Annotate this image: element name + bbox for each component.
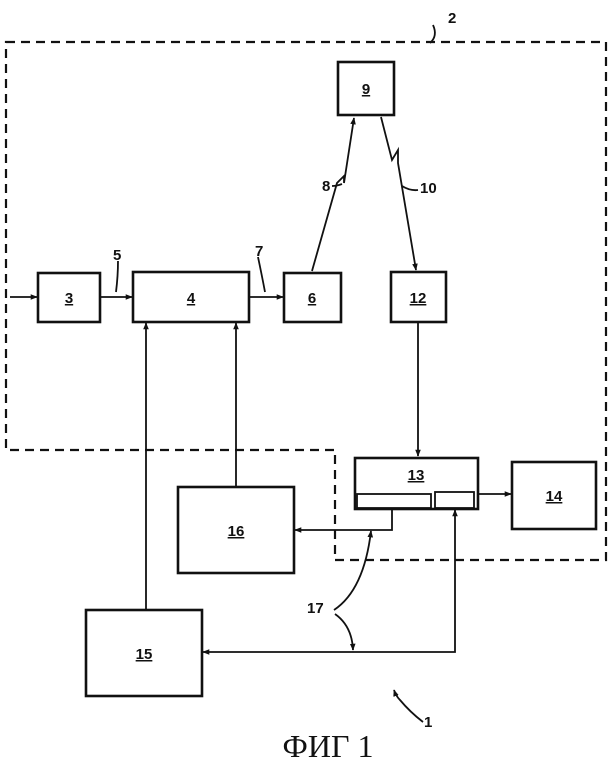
block-16-label: 16 bbox=[228, 523, 245, 540]
block-15-label: 15 bbox=[136, 646, 153, 663]
block-13-label: 13 bbox=[408, 467, 425, 484]
block-14-label: 14 bbox=[546, 488, 563, 505]
ref-17: 17 bbox=[307, 600, 324, 617]
leader-ref-17b bbox=[335, 614, 353, 650]
block-3-label: 3 bbox=[65, 290, 73, 307]
leader-ref-2 bbox=[430, 25, 435, 43]
ref-2: 2 bbox=[448, 10, 456, 27]
leader-ref-1 bbox=[394, 690, 423, 722]
leader-ref-10 bbox=[402, 186, 418, 190]
ref-10: 10 bbox=[420, 180, 437, 197]
leader-ref-17a bbox=[334, 531, 371, 610]
wireless-link-8 bbox=[312, 118, 354, 271]
wireless-link-10 bbox=[381, 117, 416, 270]
ref-7: 7 bbox=[255, 243, 263, 260]
block-6-label: 6 bbox=[308, 290, 316, 307]
block-9-label: 9 bbox=[362, 81, 370, 98]
block-4-label: 4 bbox=[187, 290, 196, 307]
figure-caption: ФИГ 1 bbox=[283, 728, 374, 764]
arrow-13-to-16 bbox=[295, 509, 392, 530]
ref-5: 5 bbox=[113, 247, 121, 264]
ref-1: 1 bbox=[424, 714, 432, 731]
leader-ref-7 bbox=[258, 257, 265, 292]
leader-ref-5 bbox=[116, 261, 118, 292]
block-12-label: 12 bbox=[410, 290, 427, 307]
ref-8: 8 bbox=[322, 178, 330, 195]
